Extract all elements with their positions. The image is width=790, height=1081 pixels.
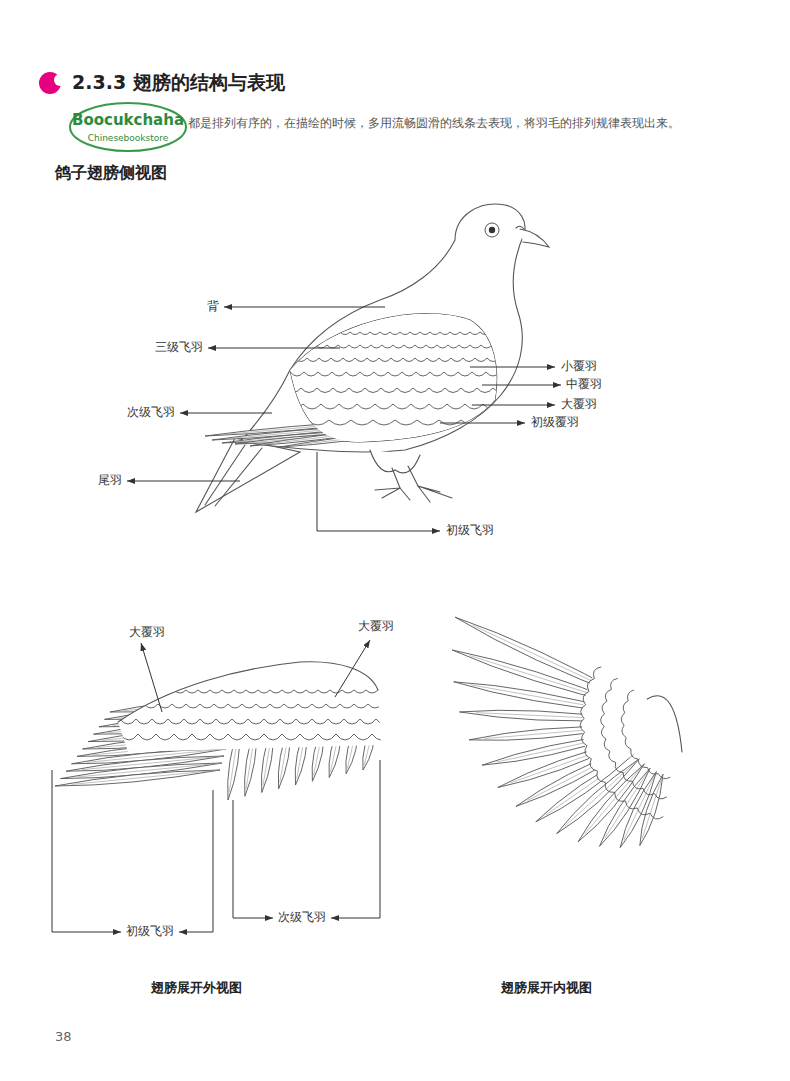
page-title: 2.3.3 翅膀的结构与表现 <box>72 72 285 94</box>
covert-feathers <box>130 704 396 708</box>
feather <box>55 770 220 786</box>
illustration-stroke <box>52 770 121 932</box>
eye-pupil <box>489 227 495 233</box>
covert-feathers <box>290 372 500 376</box>
leader-lines <box>52 307 561 932</box>
illustration-stroke <box>440 423 525 424</box>
wing-base <box>647 696 682 752</box>
legs <box>392 466 418 488</box>
part-label: 次级飞羽 <box>278 911 326 925</box>
tail <box>196 438 300 512</box>
illustration-stroke <box>179 790 213 932</box>
figure-caption: 翅膀展开内视图 <box>501 981 592 996</box>
part-label: 中覆羽 <box>566 378 602 392</box>
part-label: 次级飞羽 <box>127 406 175 420</box>
watermark: Boocukchaha <box>72 112 184 129</box>
tail-lines <box>205 445 262 506</box>
covert-feathers <box>601 678 667 799</box>
intro-text: 都是排列有序的，在描绘的时候，多用流畅圆滑的线条去表现，将羽毛的排列规律表现出来… <box>188 117 680 131</box>
part-label: 初级飞羽 <box>446 524 494 538</box>
eye <box>485 223 499 237</box>
part-label: 大覆羽 <box>129 626 165 640</box>
part-label: 三级飞羽 <box>155 341 203 355</box>
beak <box>520 229 549 247</box>
part-label: 背 <box>207 300 219 314</box>
inner-wing-drawing <box>452 617 682 847</box>
figure-caption: 翅膀展开外视图 <box>151 981 242 996</box>
illustration-stroke <box>127 481 240 482</box>
illustration-stroke <box>180 413 272 414</box>
illustration-stroke <box>233 800 273 918</box>
covert-ground <box>118 662 381 752</box>
illustration-stroke <box>472 405 555 406</box>
watermark: Chinesebookstore <box>88 133 169 143</box>
outer-wing-drawing <box>55 662 396 800</box>
part-label: 初级飞羽 <box>126 925 174 939</box>
covert-ground <box>582 625 680 778</box>
body <box>240 204 525 452</box>
part-label: 初级覆羽 <box>531 416 579 430</box>
illustration-stroke <box>224 307 385 308</box>
covert-feathers <box>120 734 390 740</box>
covert-feathers <box>285 404 501 409</box>
part-label: 大覆羽 <box>358 620 394 634</box>
outer-coverts <box>120 690 396 740</box>
illustration-stroke <box>317 452 440 531</box>
toes <box>375 486 452 502</box>
covert-feathers <box>150 690 390 693</box>
illustration-stroke <box>331 760 380 918</box>
illustration-stroke <box>141 643 162 712</box>
covert-feathers <box>320 332 500 335</box>
covert-feathers <box>621 690 670 779</box>
figure-heading: 鸽子翅膀侧视图 <box>55 164 167 182</box>
part-label: 尾羽 <box>98 474 122 488</box>
part-label: 小覆羽 <box>561 360 597 374</box>
illustration-stroke <box>482 385 561 386</box>
page-number: 38 <box>55 1030 72 1045</box>
covert-feathers <box>285 388 509 393</box>
illustration-stroke <box>335 640 370 697</box>
covert-feathers <box>120 719 392 724</box>
feather-shaft <box>642 774 663 838</box>
covert-feathers <box>295 358 499 362</box>
feather <box>640 774 663 845</box>
cere <box>516 226 524 229</box>
part-label: 大覆羽 <box>561 398 597 412</box>
section-mark-cut <box>54 74 66 86</box>
watermark-badge <box>70 103 186 151</box>
covert-feathers <box>580 667 663 819</box>
illustration-stroke <box>470 367 555 368</box>
feather-shaft <box>72 770 221 784</box>
pigeon-drawing <box>196 204 549 512</box>
illustration-stroke <box>208 348 340 349</box>
thigh <box>370 450 420 473</box>
